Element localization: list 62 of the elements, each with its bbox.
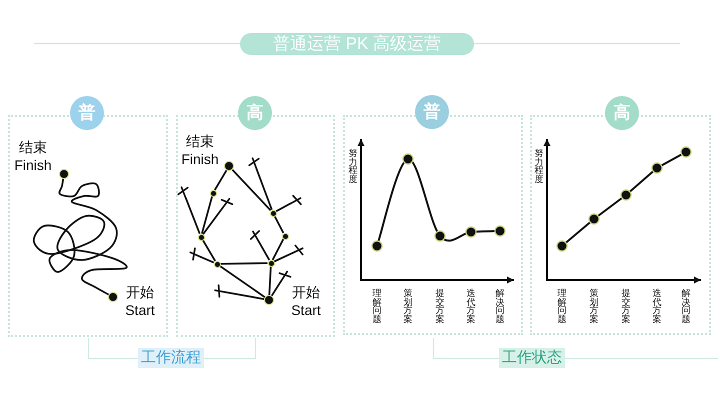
waypoint-dot [59,169,69,179]
waypoint-dot [270,210,276,216]
panel-heading: 高 [238,96,272,130]
node-caption: Finish [14,157,52,173]
connector-line [219,265,266,298]
node-caption: Start [291,302,321,318]
category-label: 理解问题 [372,289,382,324]
category-label: 理解问题 [557,289,567,324]
cross-icon [247,155,261,169]
connector-line [232,169,272,212]
section-label: 工作状态 [499,348,565,368]
connector-line [202,240,216,262]
panel-heading: 普 [70,96,104,130]
category-label: 提交方案 [435,289,445,324]
node-caption: Start [125,302,155,318]
waypoint-dot [268,260,274,266]
connector-line [220,262,268,265]
waypoint-dot [214,260,220,268]
title-banner: 普通运营 PK 高级运营 [240,33,474,55]
category-label: 迭代方案 [466,289,476,324]
waypoint-dot [224,161,234,171]
category-label: 策划方案 [589,289,599,324]
cross-icon [278,268,292,282]
connector-line [268,266,272,296]
connector-line [201,196,213,234]
waypoint-dot [264,295,274,305]
waypoint-dot [282,232,288,240]
category-label: 提交方案 [621,289,631,324]
cross-icon [290,193,304,207]
connector-line [274,252,294,262]
cross-icon [176,184,190,198]
cross-icon [292,243,306,257]
connector-line [200,256,214,264]
connector-line [274,216,284,234]
waypoint-dot [210,190,216,196]
connector-line [202,207,224,235]
cross-icon [187,247,201,261]
connector-line [258,240,270,260]
category-label: 解决问题 [495,289,505,324]
node-caption: 结束 [19,139,47,155]
connector-line [276,202,292,212]
connector-line [214,170,228,190]
cross-icon [212,284,226,298]
category-label: 迭代方案 [652,289,662,324]
connector-line [184,197,201,234]
category-label: 解决问题 [681,289,691,324]
waypoint-dot [108,292,118,302]
connector-line [256,168,273,210]
node-caption: 开始 [126,284,154,300]
connector-line [270,280,282,296]
connector-line [226,291,264,300]
node-caption: 结束 [186,133,214,149]
node-caption: Finish [181,151,219,167]
panel-heading: 高 [605,96,639,130]
cross-icon [220,195,234,209]
panel-heading: 普 [415,95,449,129]
section-label: 工作流程 [138,348,204,368]
waypoint-dot [198,234,204,240]
cross-icon [248,228,262,242]
category-label: 策划方案 [403,289,413,324]
node-caption: 开始 [292,284,320,300]
connector-line [272,238,284,260]
